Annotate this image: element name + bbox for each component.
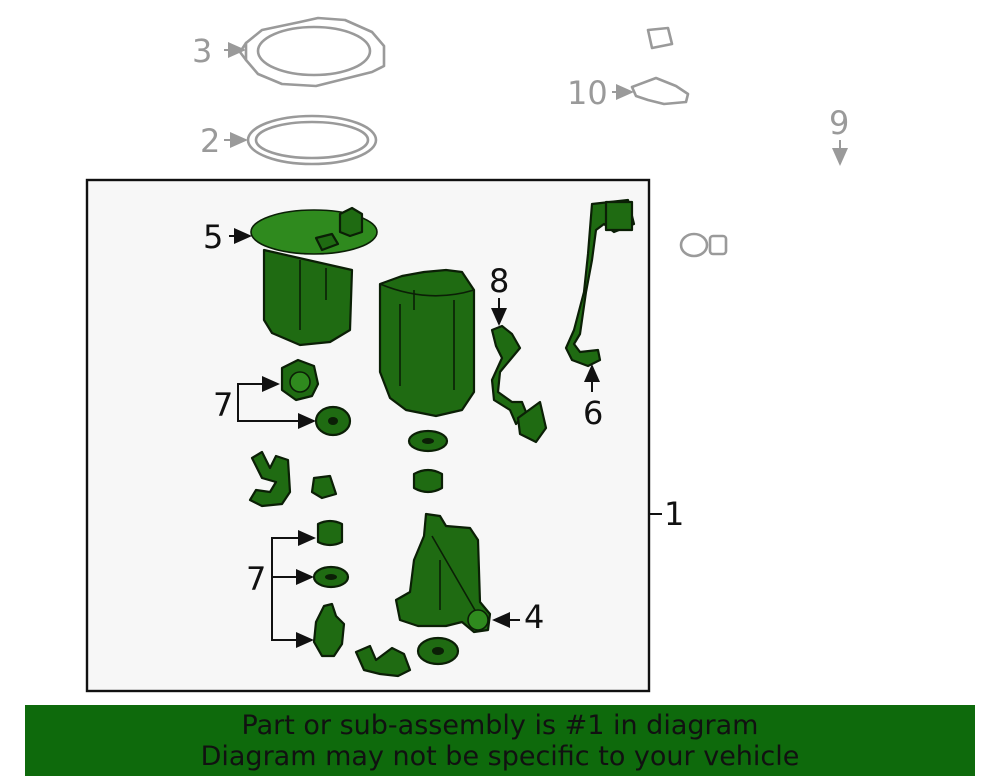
filter-seal-center (407, 429, 449, 494)
leader-7-lower (271, 530, 316, 648)
callout-1: 1 (664, 495, 684, 533)
callout-7-lower: 7 (246, 560, 266, 598)
banner-line-2: Diagram may not be specific to your vehi… (200, 741, 800, 772)
small-connector-left (310, 474, 338, 500)
retaining-clip-bottom (354, 644, 412, 678)
lock-ring-part-3 (238, 16, 386, 88)
callout-5: 5 (203, 218, 223, 256)
o-ring-gasket-part-2 (246, 114, 378, 166)
retaining-clip-left (248, 450, 292, 508)
pump-bracket-part-4 (394, 512, 492, 634)
vent-hose-part-9 (646, 26, 909, 331)
callout-6: 6 (583, 394, 603, 432)
leader-7-upper (237, 376, 316, 429)
callout-7-upper: 7 (213, 386, 233, 424)
callout-4: 4 (524, 598, 544, 636)
callout-8: 8 (489, 262, 509, 300)
washer-bottom (416, 636, 460, 666)
callout-3: 3 (192, 32, 212, 70)
pump-flange-part-5 (250, 206, 378, 347)
info-banner: Part or sub-assembly is #1 in diagram Di… (25, 705, 975, 776)
callout-2: 2 (200, 122, 220, 160)
callout-10: 10 (567, 74, 608, 112)
callout-9: 9 (829, 104, 849, 142)
fuel-level-sender-part-8 (490, 324, 548, 444)
banner-line-1: Part or sub-assembly is #1 in diagram (241, 710, 759, 741)
wiring-harness-part-6 (564, 198, 636, 368)
grommet-part-7-upper (280, 358, 352, 437)
pump-reservoir-part-4-bucket (378, 268, 476, 418)
assembly-box-part-1 (85, 178, 651, 693)
seal-stack-part-7-lower (312, 519, 350, 658)
retainer-clip-part-10 (630, 76, 690, 106)
